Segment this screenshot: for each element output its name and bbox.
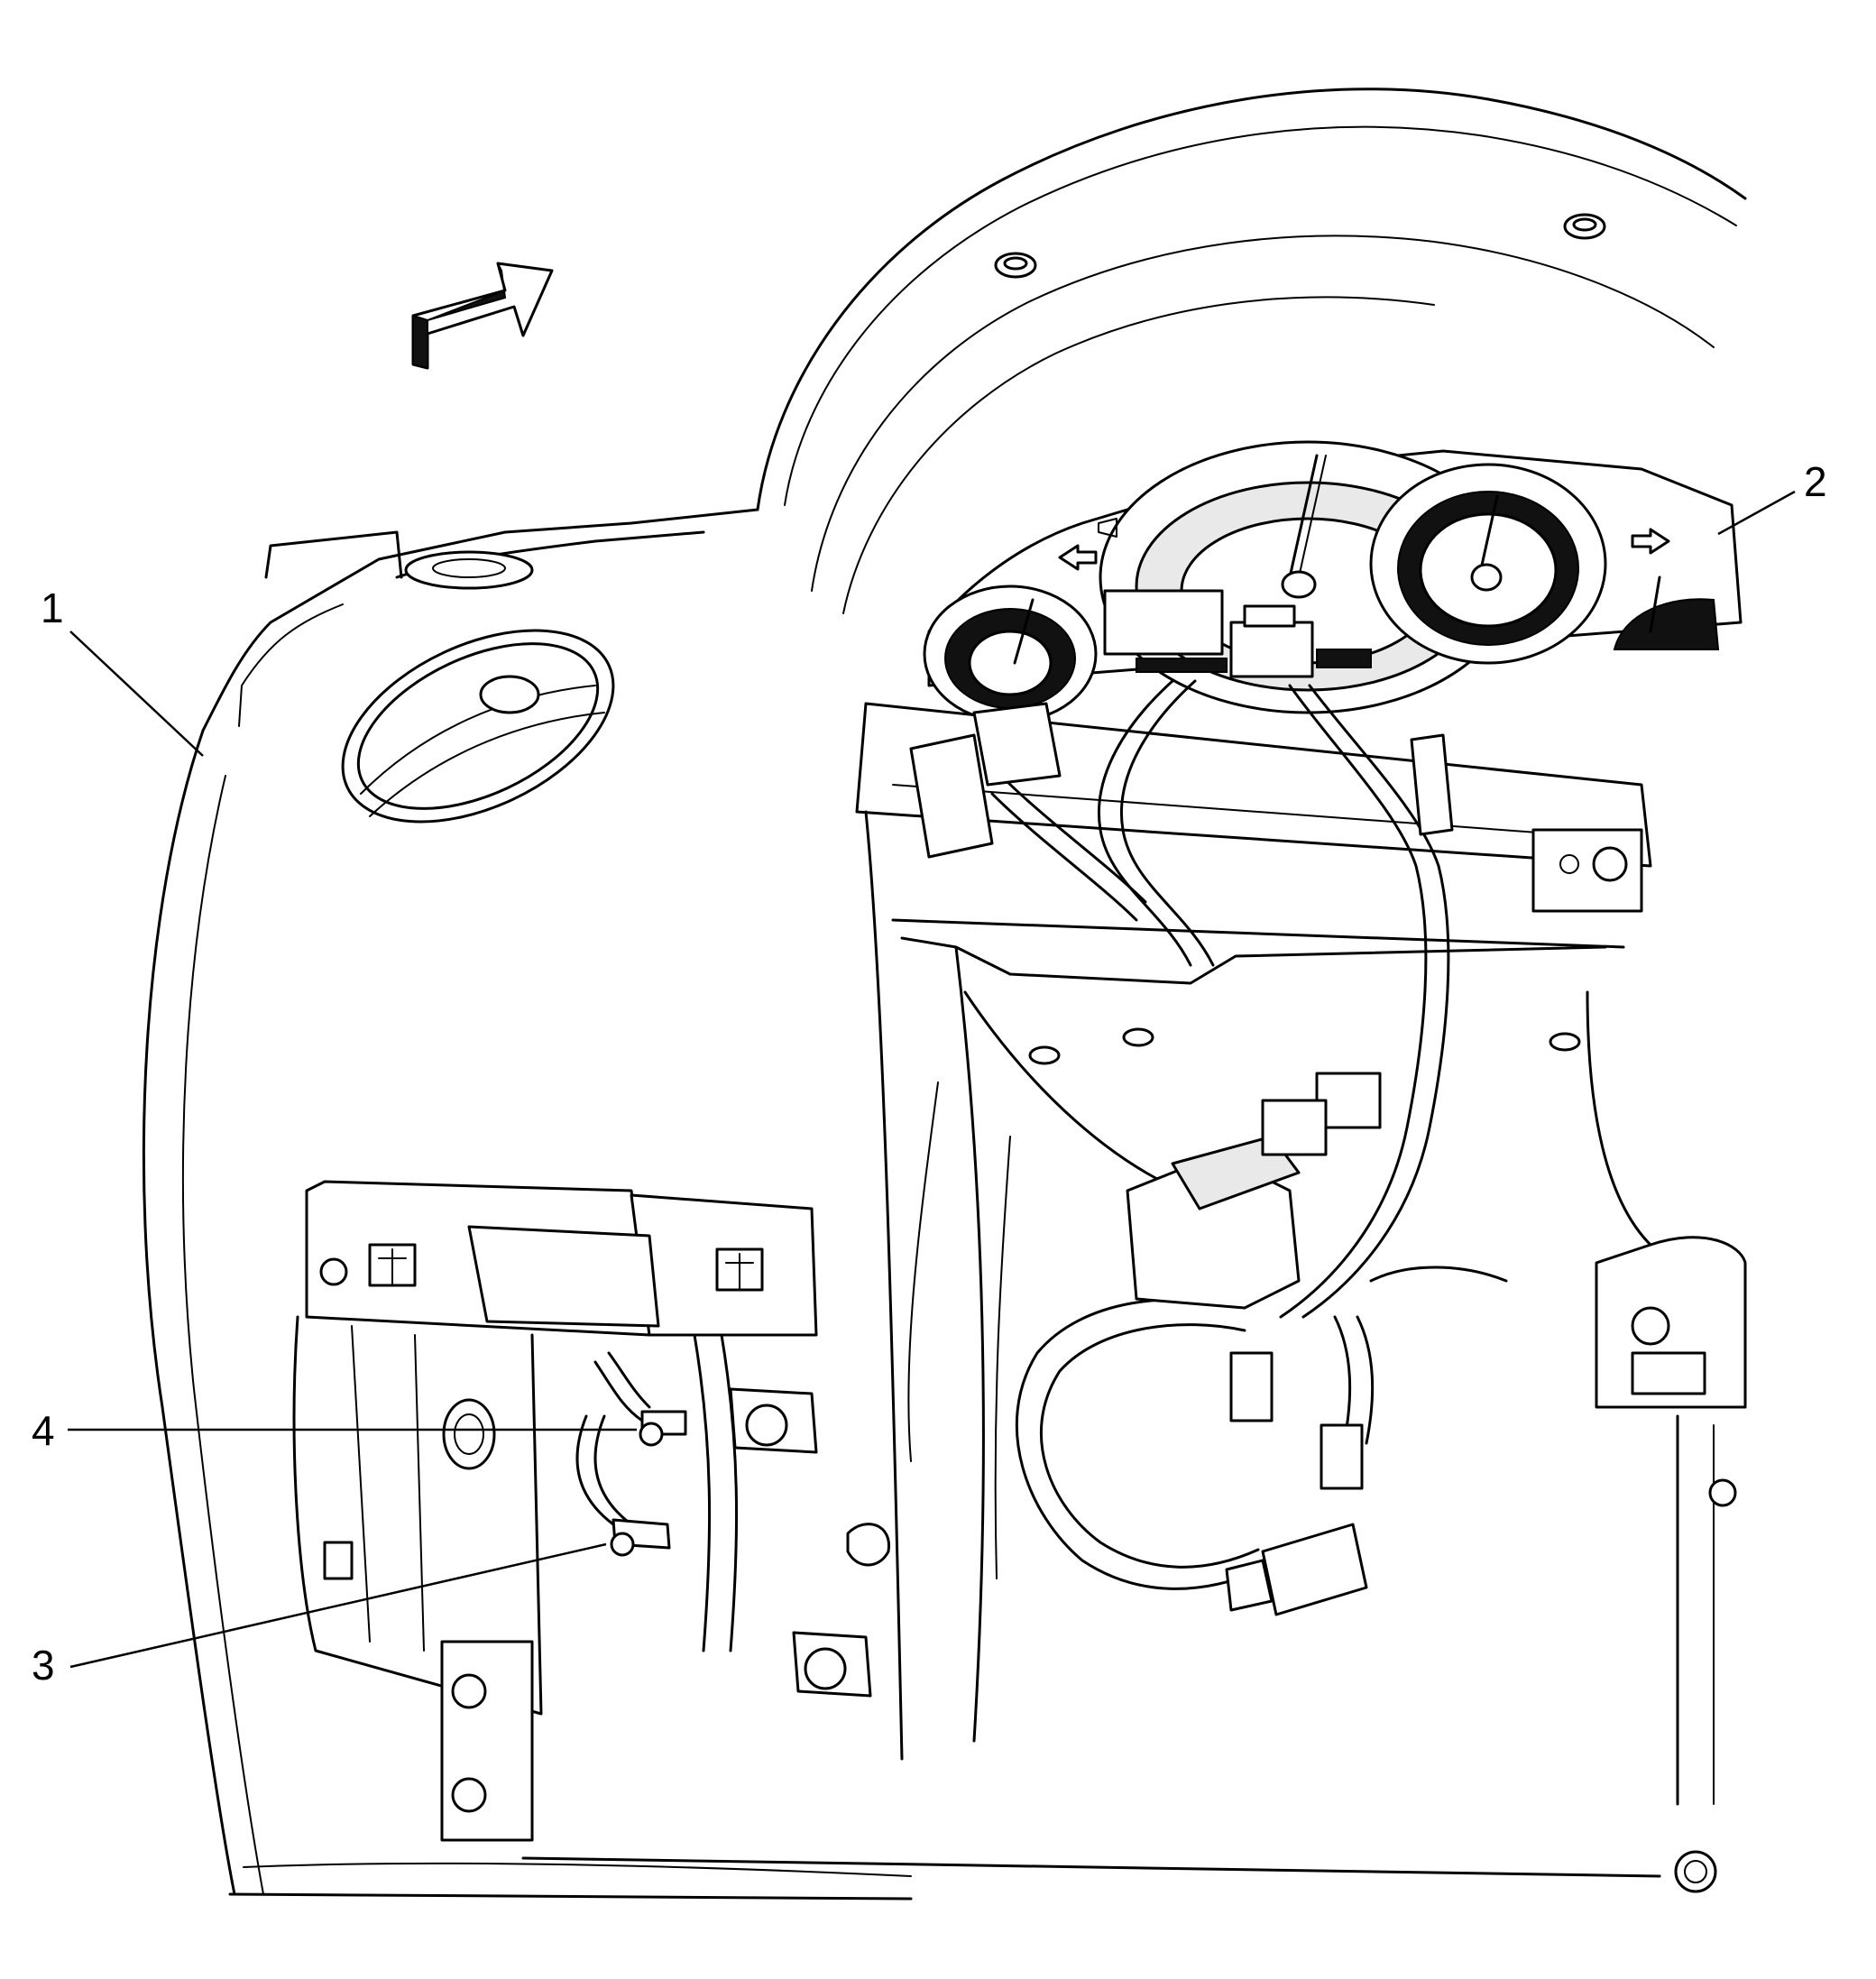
instrument-cluster [923, 440, 1743, 723]
callout-3-label: 3 [32, 1642, 55, 1689]
left-air-vent [341, 629, 615, 824]
left-lower-bracket [292, 1180, 872, 1842]
callout-3: 3 [32, 1542, 607, 1689]
callout-2-label: 2 [1804, 458, 1827, 505]
callout-4-label: 4 [32, 1407, 55, 1454]
instrument-panel-carrier [142, 87, 1747, 1901]
callout-4: 4 [32, 1407, 637, 1454]
wiring-harness [909, 679, 1508, 1616]
right-side-panel [1595, 1236, 1747, 1893]
center-support-panel [846, 810, 1652, 1761]
callout-2: 2 [1717, 458, 1827, 536]
callout-1-label: 1 [41, 584, 64, 631]
cross-car-beam [855, 702, 1652, 1065]
callout-1: 1 [41, 584, 204, 757]
front-direction-arrow-icon [411, 262, 554, 370]
